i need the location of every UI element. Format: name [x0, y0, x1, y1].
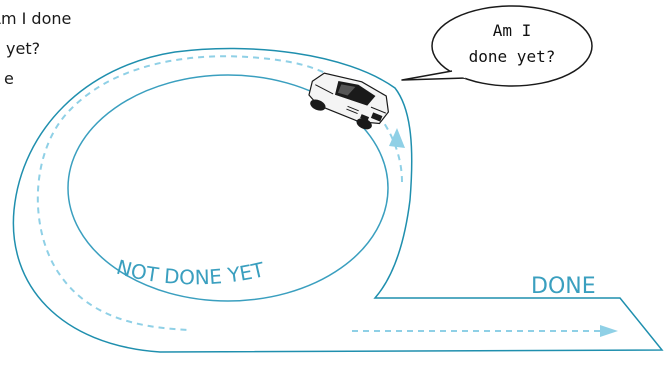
- straight-arrow-icon: [600, 325, 618, 337]
- bubble-line-2: done yet?: [469, 47, 556, 66]
- not-done-yet-label: NOT DONE YET: [114, 255, 267, 290]
- bubble-line-1: Am I: [493, 21, 532, 40]
- not-done-yet-text: NOT DONE YET: [114, 255, 267, 290]
- speech-bubble: Am I done yet?: [402, 6, 592, 86]
- car-icon: [303, 65, 395, 136]
- done-label: DONE: [531, 274, 596, 299]
